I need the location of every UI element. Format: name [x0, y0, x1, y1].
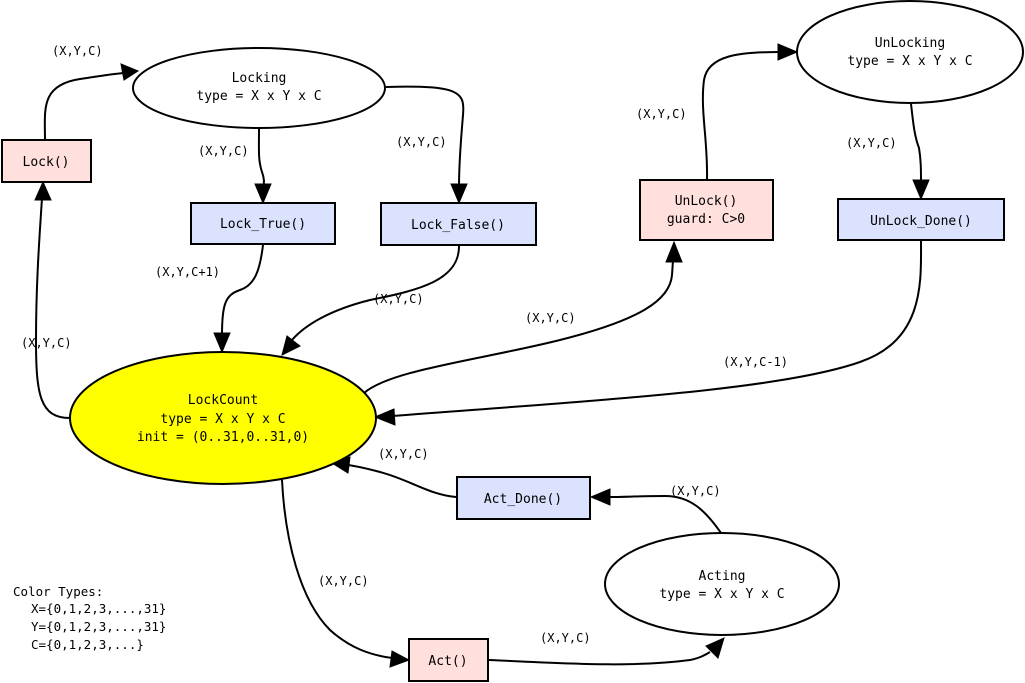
- legend-title: Color Types:: [13, 584, 103, 599]
- place-name: Acting: [699, 569, 746, 584]
- transition-act_done[interactable]: Act_Done(): [456, 476, 591, 520]
- transition-lock_true[interactable]: Lock_True(): [190, 202, 336, 245]
- legend-line-c: C={0,1,2,3,...}: [31, 637, 144, 652]
- edge-label: (X,Y,C): [21, 336, 72, 350]
- edge-label: (X,Y,C-1): [723, 355, 788, 369]
- place-acting[interactable]: Acting type = X x Y x C: [604, 532, 840, 636]
- transition-name: UnLock(): [675, 194, 738, 209]
- edge-label: (X,Y,C): [52, 44, 103, 58]
- transition-guard: guard: C>0: [667, 212, 745, 227]
- place-name: Locking: [232, 71, 287, 86]
- edge-label: (X,Y,C): [846, 136, 897, 150]
- edge-label: (X,Y,C): [525, 311, 576, 325]
- place-type: type = X x Y x C: [659, 587, 784, 602]
- place-type: type = X x Y x C: [160, 412, 285, 427]
- transition-act[interactable]: Act(): [408, 638, 489, 682]
- edge-acting-to-act_done: (X,Y,C): [589, 484, 722, 534]
- transition-name: Lock_True(): [220, 217, 306, 232]
- transition-name: Lock_False(): [411, 218, 505, 233]
- legend-line-x: X={0,1,2,3,...,31}: [31, 601, 166, 616]
- transition-unlock[interactable]: UnLock() guard: C>0: [639, 179, 774, 241]
- edge-locking-to-lock_true: (X,Y,C): [198, 127, 272, 205]
- edge-lock-to-locking: (X,Y,C): [43, 44, 140, 141]
- edge-label: (X,Y,C): [318, 574, 369, 588]
- transition-name: Act_Done(): [484, 492, 562, 507]
- transition-name: Act(): [428, 654, 467, 669]
- transition-lock_false[interactable]: Lock_False(): [380, 202, 537, 246]
- edge-act_done-to-lockcount: (X,Y,C): [330, 447, 457, 498]
- edge-lockcount-to-act: (X,Y,C): [281, 479, 411, 668]
- place-init: init = (0..31,0..31,0): [137, 430, 309, 445]
- transition-unlock_done[interactable]: UnLock_Done(): [837, 198, 1005, 241]
- edge-label: (X,Y,C+1): [155, 265, 220, 279]
- transition-name: UnLock_Done(): [870, 214, 972, 229]
- edge-unlocking-to-unlock_done: (X,Y,C): [846, 103, 930, 201]
- legend-line-y: Y={0,1,2,3,...,31}: [31, 619, 166, 634]
- place-type: type = X x Y x C: [847, 54, 972, 69]
- edge-act-to-acting: (X,Y,C): [488, 631, 725, 666]
- edge-lockcount-to-unlock: (X,Y,C): [363, 240, 683, 394]
- transition-lock[interactable]: Lock(): [1, 139, 92, 183]
- edge-label: (X,Y,C): [396, 135, 447, 149]
- edge-unlock-to-unlocking: (X,Y,C): [636, 43, 799, 181]
- place-name: UnLocking: [875, 36, 945, 51]
- edge-label: (X,Y,C): [540, 631, 591, 645]
- edge-label: (X,Y,C): [378, 447, 429, 461]
- edge-lockcount-to-lock: (X,Y,C): [21, 180, 72, 419]
- place-name: LockCount: [188, 393, 258, 408]
- edge-locking-to-lock_false: (X,Y,C): [385, 85, 468, 205]
- edge-label: (X,Y,C): [670, 484, 721, 498]
- color-types-legend: Color Types: X={0,1,2,3,...,31} Y={0,1,2…: [13, 584, 166, 652]
- place-type: type = X x Y x C: [196, 89, 321, 104]
- edge-label: (X,Y,C): [373, 292, 424, 306]
- transition-name: Lock(): [23, 155, 70, 170]
- place-locking[interactable]: Locking type = X x Y x C: [132, 47, 386, 129]
- edge-label: (X,Y,C): [198, 144, 249, 158]
- edge-unlock_done-to-lockcount: (X,Y,C-1): [373, 240, 923, 426]
- edge-lock_false-to-lockcount: (X,Y,C): [281, 244, 461, 356]
- edge-label: (X,Y,C): [636, 107, 687, 121]
- place-lockcount[interactable]: LockCount type = X x Y x C init = (0..31…: [69, 351, 377, 485]
- edge-lock_true-to-lockcount: (X,Y,C+1): [155, 244, 264, 354]
- place-unlocking[interactable]: UnLocking type = X x Y x C: [796, 0, 1024, 104]
